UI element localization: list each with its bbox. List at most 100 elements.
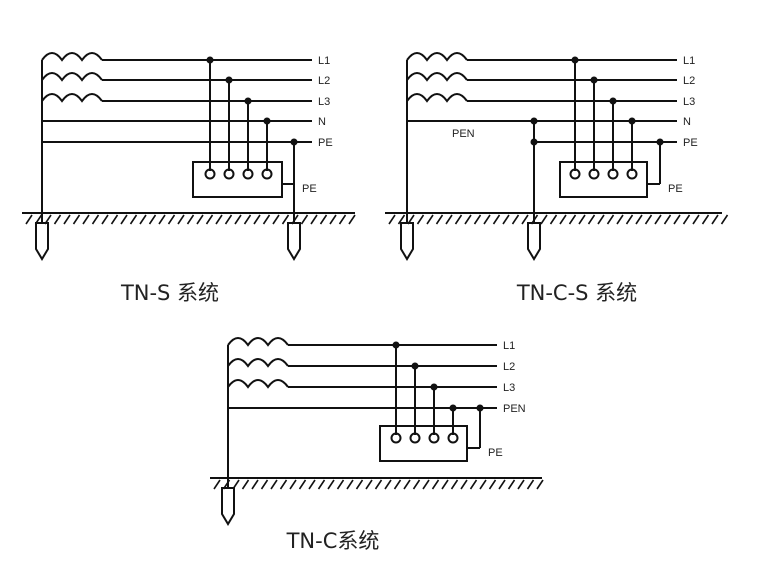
terminal [588,168,600,180]
ground-hatch [454,214,463,225]
load-equipment-box [379,425,468,462]
junction-dot [530,117,538,125]
ground-hatch [82,214,90,225]
ground-hatch [412,479,421,490]
junction-dot [476,404,484,412]
junction-dot [225,76,233,84]
ground-hatch [473,214,482,225]
transformer-winding [41,72,103,82]
ground-hatch [91,214,100,225]
transformer-winding [406,72,468,82]
terminal [447,432,459,444]
earth-electrode [400,222,414,261]
ground-hatch [298,479,307,490]
ground-hatch [559,214,567,225]
ground-hatch [625,214,634,225]
ground-hatch [701,214,710,225]
ground-hatch [72,214,81,225]
ground-hatch [158,214,166,225]
ground-hatch [388,214,396,225]
ground-hatch [644,214,653,225]
ground-hatch [431,479,440,490]
ground-hatch [460,479,468,490]
earth-electrode [35,222,49,261]
ground-hatch [692,214,700,225]
ground-hatch [469,479,478,490]
line-label: L3 [318,96,330,108]
ground-hatch [521,214,529,225]
load-equipment-box [192,161,283,198]
junction-dot [206,56,214,64]
ground-hatch [279,479,288,490]
ground-hatch [435,214,444,225]
ground-hatch [403,479,411,490]
ground-hatch [549,214,558,225]
junction-dot [609,97,617,105]
ground-hatch [720,214,729,225]
load-equipment-box [559,161,648,198]
ground-hatch [317,479,326,490]
terminal [428,432,440,444]
terminal [607,168,619,180]
ground-hatch [300,214,309,225]
ground-hatch [215,214,223,225]
transformer-winding [227,337,289,347]
ground-hatch [393,479,402,490]
ground-hatch [488,479,497,490]
line-label: PE [683,137,698,149]
junction-dot [411,362,419,370]
ground-hatch [260,479,269,490]
line-label: N [318,116,326,128]
junction-dot [392,341,400,349]
junction-dot [628,117,636,125]
ground-hatch [327,479,335,490]
ground-hatch [483,214,491,225]
ground-hatch [177,214,185,225]
ground-hatch [289,479,297,490]
ground-hatch [53,214,62,225]
ground-hatch [517,479,525,490]
transformer-winding [406,93,468,103]
pe-label: PE [488,447,503,459]
terminal [223,168,235,180]
ground-hatch [365,479,373,490]
ground-hatch [329,214,337,225]
terminal [242,168,254,180]
ground-hatch [526,479,535,490]
ground-hatch [346,479,354,490]
terminal [626,168,638,180]
ground-hatch [308,479,316,490]
ground-hatch [464,214,472,225]
ground-hatch [536,479,544,490]
earth-electrode [287,222,301,261]
ground-hatch [129,214,138,225]
pen-label: PEN [452,128,475,140]
ground-hatch [422,479,430,490]
ground-hatch [139,214,147,225]
transformer-winding [227,358,289,368]
line-label: L2 [318,75,330,87]
line-label: L1 [683,55,695,67]
ground-hatch [205,214,214,225]
diagram-title: TN-S 系统 [120,281,219,305]
ground-hatch [319,214,328,225]
ground-hatch [355,479,364,490]
line-label: L3 [503,382,515,394]
ground-hatch [441,479,449,490]
ground-hatch [507,479,516,490]
ground-hatch [310,214,318,225]
ground-hatch [262,214,271,225]
terminal [569,168,581,180]
ground-hatch [25,214,33,225]
ground-hatch [587,214,596,225]
transformer-winding [227,379,289,389]
ground-hatch [336,479,345,490]
ground-hatch [63,214,71,225]
line-label: L1 [318,55,330,67]
line-label: L1 [503,340,515,352]
junction-dot [449,404,457,412]
ground-hatch [241,479,250,490]
ground-hatch [635,214,643,225]
